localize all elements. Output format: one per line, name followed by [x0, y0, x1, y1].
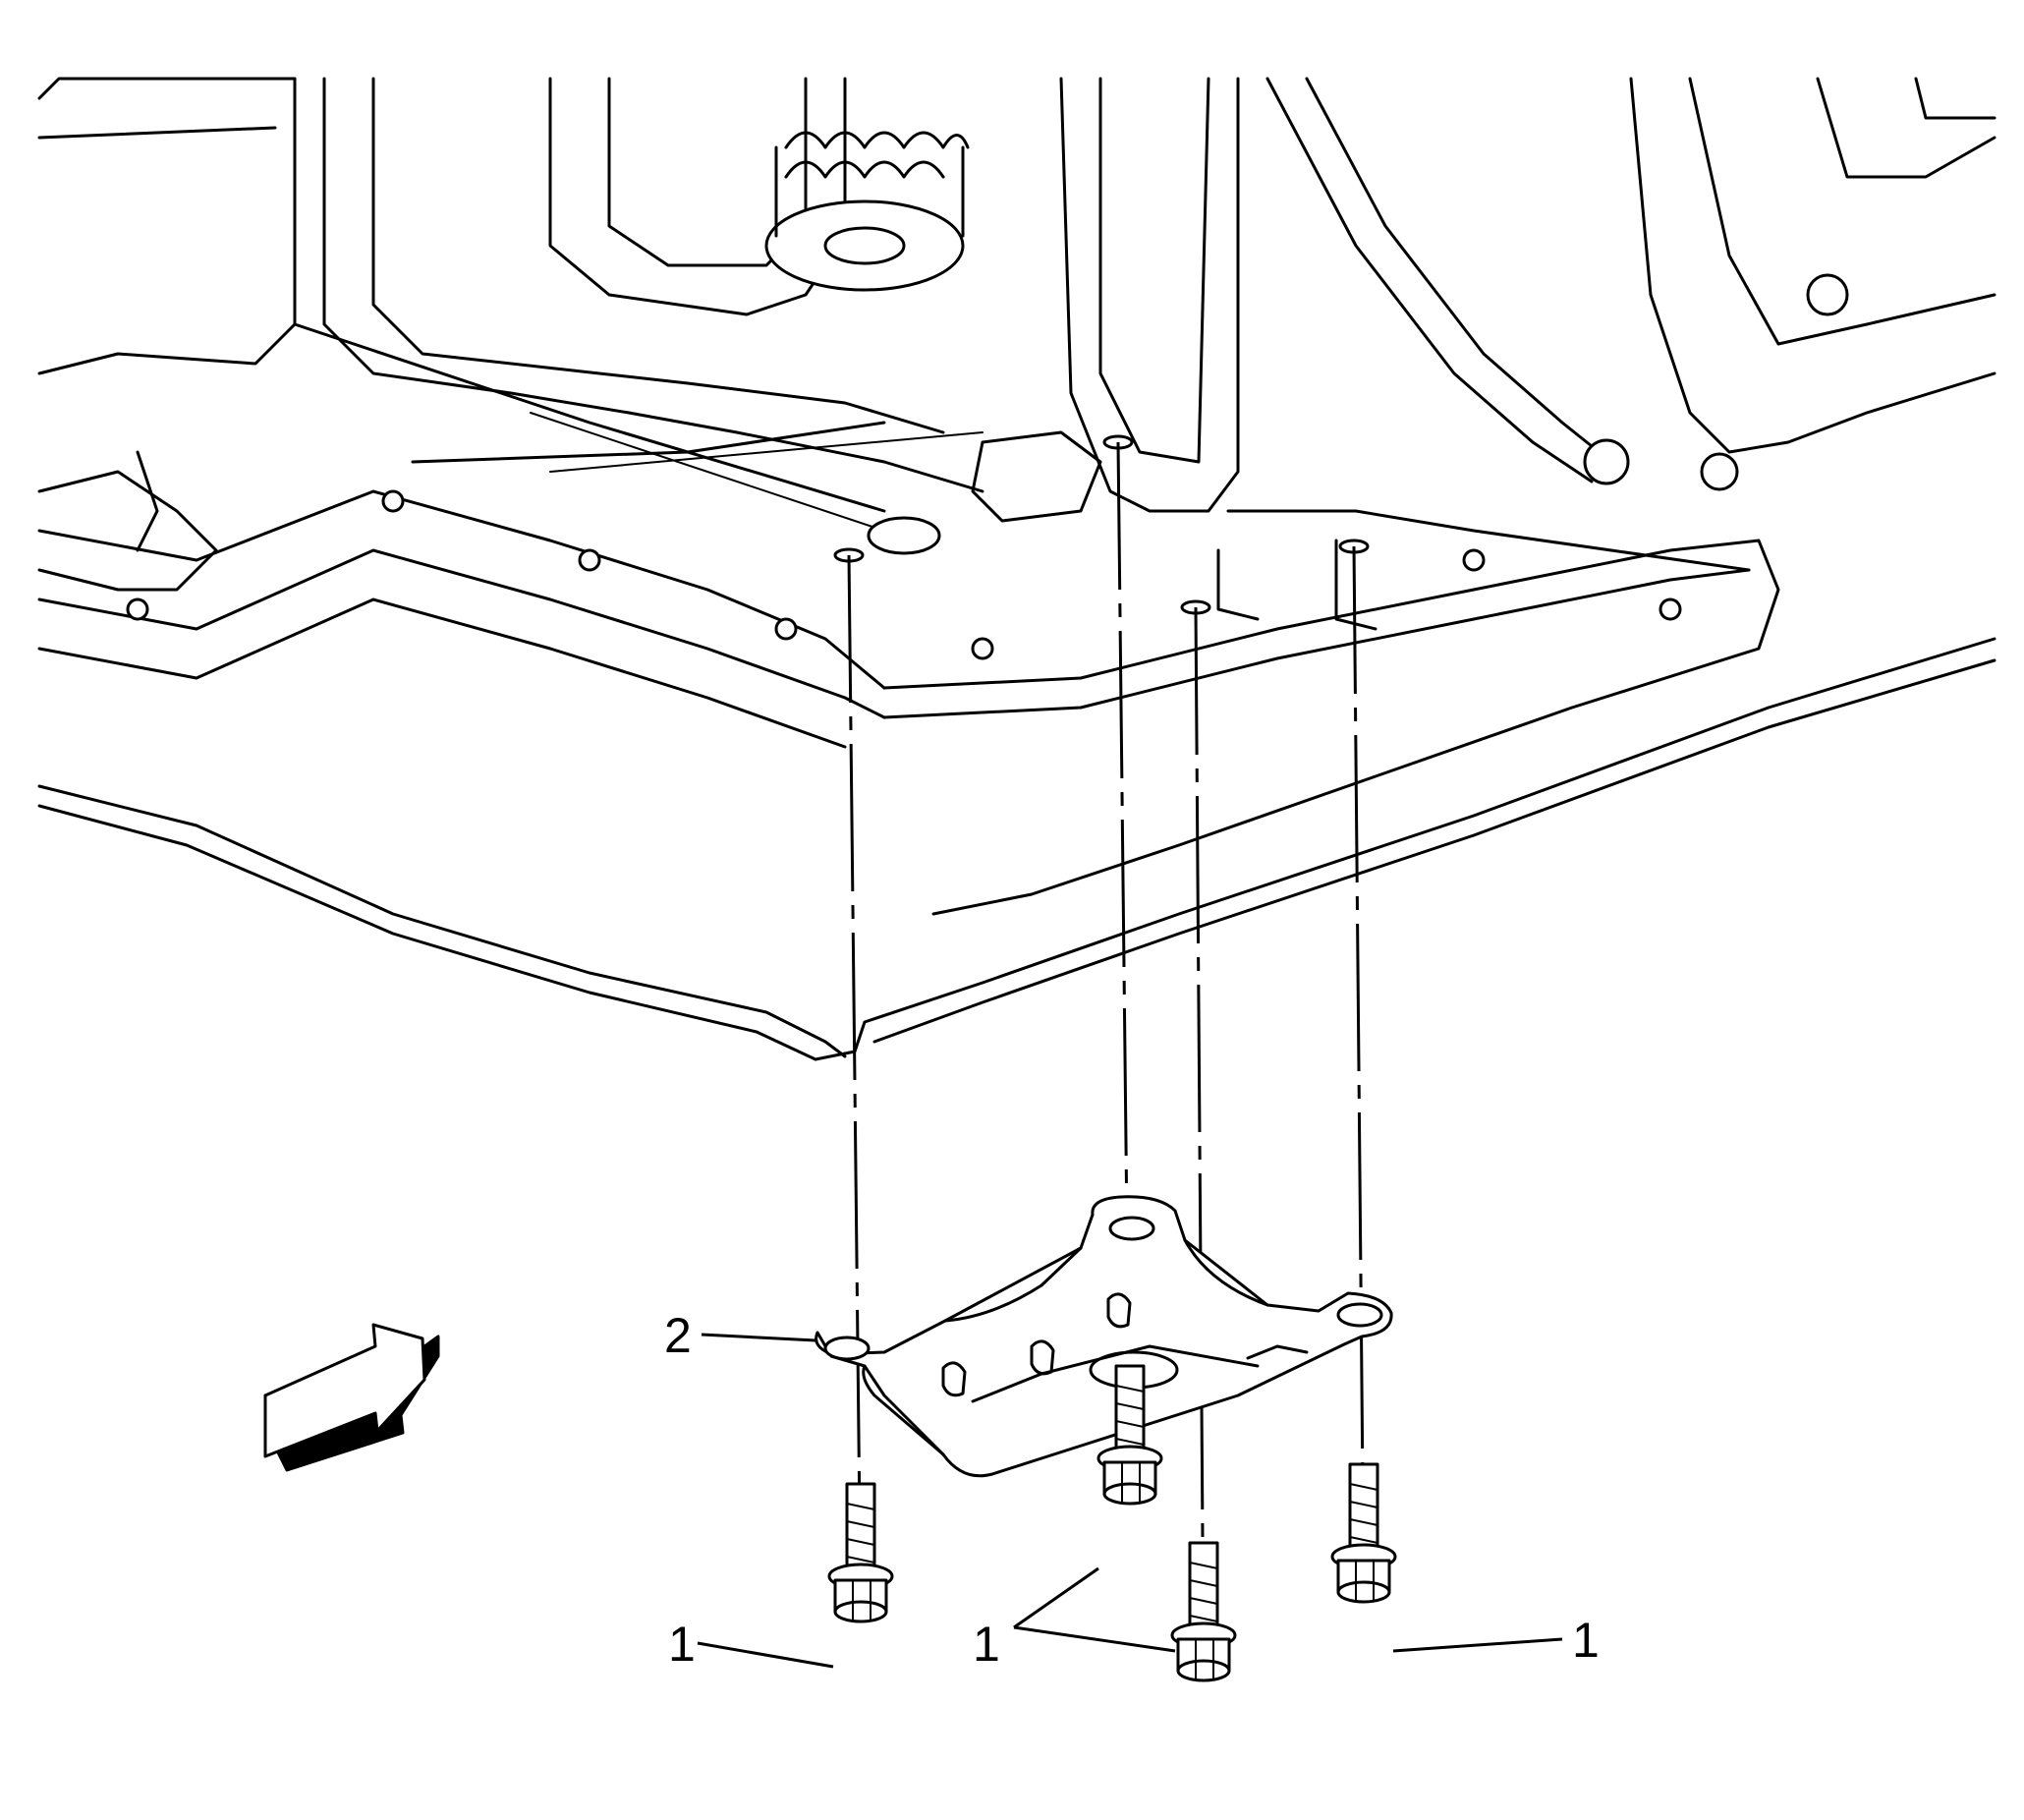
callout-skid-plate: 2: [664, 1308, 692, 1363]
skid-plate-hole-top: [1108, 1216, 1155, 1241]
skid-plate-hole-right: [1336, 1302, 1383, 1328]
drain-plug: [867, 516, 941, 555]
skid-plate: [815, 1195, 1393, 1478]
bolt-right: [1330, 1462, 1397, 1604]
callout-leaders: [697, 1333, 1563, 1669]
oil-pan-assembly: [37, 77, 1996, 1061]
skid-plate-hole-left: [823, 1336, 871, 1361]
bolt-center-upper: [1096, 1364, 1163, 1506]
callout-bolts-center: 1: [973, 1617, 1000, 1672]
oil-filter: [764, 199, 965, 292]
callout-bolt-right: 1: [1572, 1613, 1600, 1668]
harness-bolt: [1583, 438, 1630, 485]
view-direction-arrow-icon: [263, 1323, 440, 1472]
bolt-center-lower: [1170, 1541, 1237, 1682]
bolt-left: [827, 1482, 894, 1623]
callout-bolt-left: 1: [668, 1617, 696, 1672]
